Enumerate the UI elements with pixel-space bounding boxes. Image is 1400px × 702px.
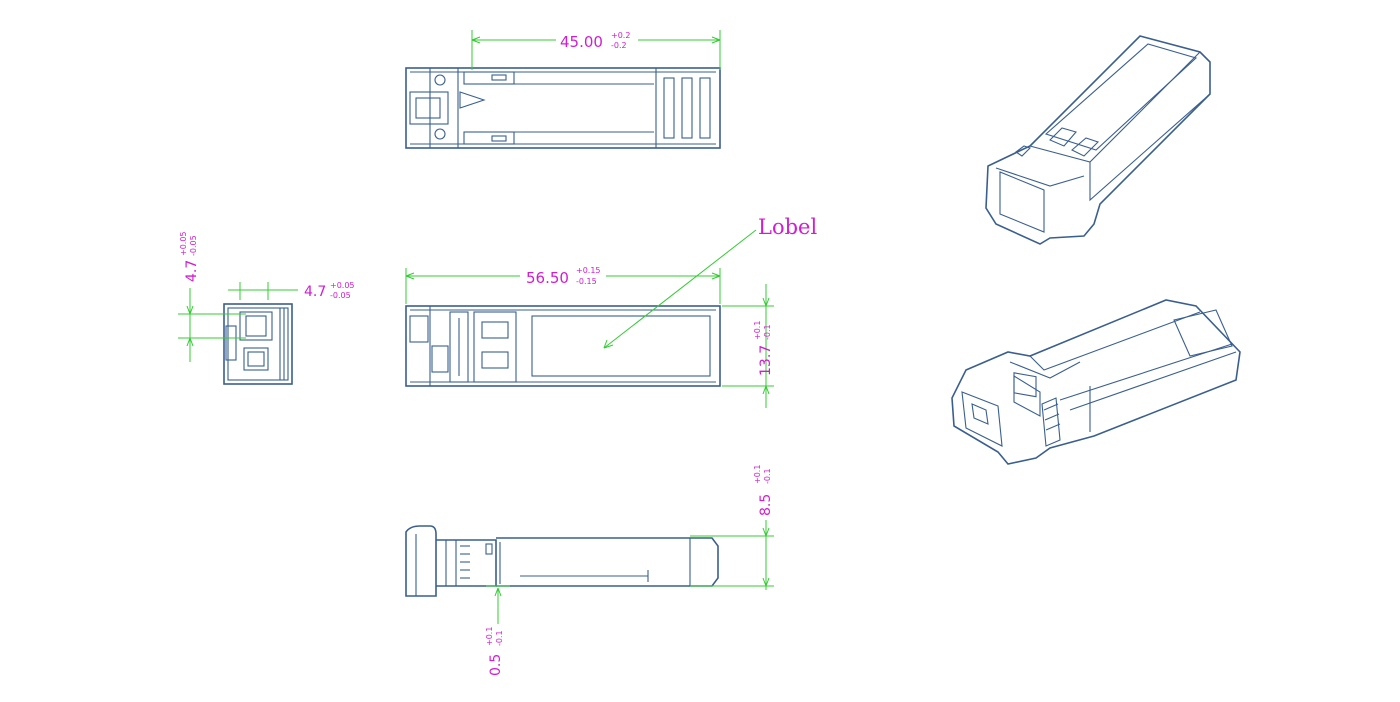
side-height-value: 8.5	[758, 494, 774, 516]
side-view	[405, 525, 719, 597]
mid-length-tol-lower: -0.15	[576, 277, 597, 286]
top-length-tol-lower: -0.2	[611, 41, 627, 50]
end-height-value: 4.7	[184, 260, 200, 282]
isometric-view-lower	[951, 299, 1241, 465]
end-view	[223, 303, 293, 385]
mid-length-tol-upper: +0.15	[576, 266, 601, 275]
label-callout-text: Lobel	[758, 215, 817, 239]
top-view	[405, 67, 721, 149]
end-width-value: 4.7	[304, 284, 326, 300]
top-length-dimension: 45.00 +0.2 -0.2	[471, 30, 721, 70]
top-length-tol-upper: +0.2	[611, 31, 630, 40]
end-height-tol-upper: +0.05	[179, 231, 188, 256]
side-step-tol-lower: -0.1	[495, 630, 504, 646]
label-callout: Lobel	[603, 215, 817, 349]
end-height-tol-lower: -0.05	[189, 235, 198, 256]
isometric-view-upper	[985, 35, 1211, 398]
mid-height-tol-lower: -0.1	[763, 324, 772, 340]
mid-height-value: 13.7	[758, 345, 774, 376]
side-height-tol-upper: +0.1	[753, 465, 762, 484]
mid-length-value: 56.50	[526, 269, 569, 287]
end-dimensions: 4.7 +0.05 -0.05 4.7 +0.05 -0.05	[178, 231, 355, 362]
side-step-tol-upper: +0.1	[485, 627, 494, 646]
side-dimensions: 8.5 +0.1 -0.1 0.5 +0.1 -0.1	[485, 465, 774, 676]
mid-dimensions: 56.50 +0.15 -0.15 13.7 +0.1 -0.1	[405, 266, 774, 408]
end-width-tol-lower: -0.05	[330, 291, 351, 300]
side-step-value: 0.5	[488, 654, 504, 676]
side-height-tol-lower: -0.1	[763, 468, 772, 484]
end-width-tol-upper: +0.05	[330, 281, 355, 290]
mid-height-tol-upper: +0.1	[753, 321, 762, 340]
label-view	[405, 305, 721, 387]
top-length-value: 45.00	[560, 33, 603, 51]
